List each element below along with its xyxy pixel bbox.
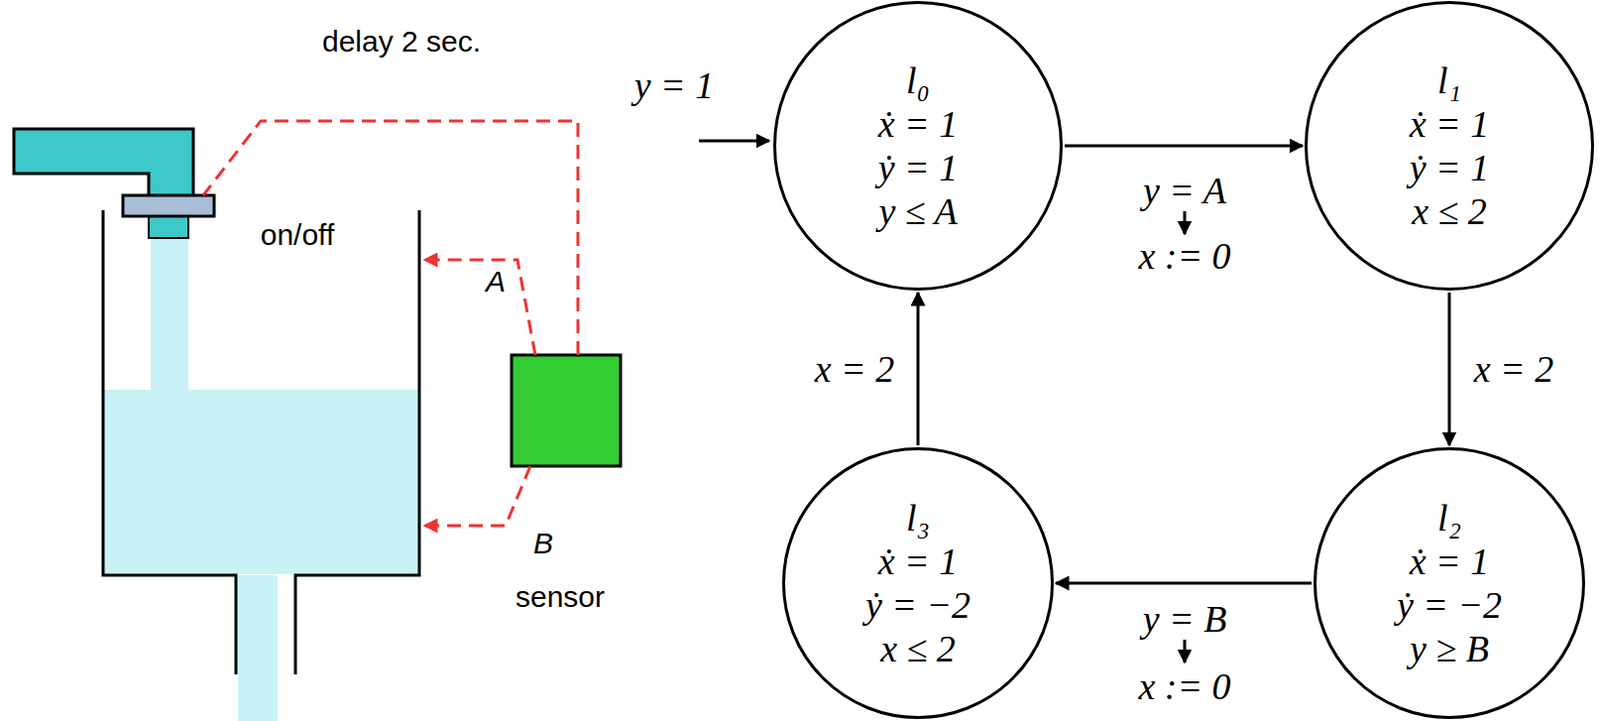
initial-condition: y = 1 (634, 63, 715, 108)
guard-label: y = B (1142, 596, 1228, 641)
reset-label: x := 0 (1138, 664, 1231, 708)
transition-arrow (1064, 144, 1303, 148)
delay-signal-line (203, 120, 578, 355)
location-equation: ẏ = 1 (1409, 145, 1490, 190)
transition-arrow (916, 292, 920, 446)
level-label: B (533, 526, 554, 561)
location-equation: ẏ = 1 (878, 145, 959, 190)
circle-outline (1304, 0, 1595, 291)
location-equation: y ≥ B (1409, 626, 1489, 671)
location-equation: y ≤ A (878, 189, 957, 233)
location-equation: ẏ = −2 (1396, 582, 1502, 627)
location-equation: ẋ = 1 (1409, 102, 1490, 146)
delay-label: delay 2 sec. (322, 24, 481, 59)
sensor-label: sensor (515, 579, 605, 614)
location-name: l₁ (1437, 58, 1462, 103)
location-circle: l₂ẋ = 1ẏ = −2y ≥ B (1313, 447, 1586, 719)
location-equation: ẋ = 1 (878, 539, 959, 583)
tank-water (103, 389, 419, 574)
transition-arrow (1055, 581, 1312, 585)
circle-outline (775, 2, 1062, 290)
location-name: l₃ (906, 495, 930, 540)
level-label: A (485, 264, 506, 299)
reset-label: x := 0 (1138, 233, 1231, 278)
transition-arrow (1448, 292, 1452, 446)
sensor-box (511, 354, 621, 466)
valve-label: on/off (260, 218, 336, 252)
valve-outlet (148, 214, 189, 238)
location-equation: ẋ = 1 (1409, 539, 1490, 583)
location-name: l₂ (1437, 495, 1462, 540)
circle-outline (1306, 2, 1594, 290)
location-equation: x ≤ 2 (880, 626, 956, 671)
location-equation: ẏ = −2 (865, 582, 971, 627)
outflow-stream (237, 574, 278, 721)
reset-arrow (1183, 211, 1187, 234)
guard-label: y = A (1142, 168, 1227, 213)
guard-label: x = 2 (1474, 346, 1555, 391)
location-equation: ẋ = 1 (878, 102, 959, 146)
location-circle: l₁ẋ = 1ẏ = 1x ≤ 2 (1304, 0, 1595, 291)
circle-outline (773, 0, 1063, 291)
circle-outline (1315, 449, 1585, 718)
level-b-line (424, 465, 531, 526)
location-equation: x ≤ 2 (1411, 189, 1487, 233)
circle-outline (782, 447, 1054, 719)
level-a-line (424, 259, 536, 355)
location-circle: l₀ẋ = 1ẏ = 1y ≤ A (773, 0, 1063, 291)
guard-label: x = 2 (814, 346, 896, 391)
initial-arrow (698, 139, 770, 143)
circle-outline (1313, 447, 1586, 719)
valve (122, 195, 215, 217)
location-circle: l₃ẋ = 1ẏ = −2x ≤ 2 (782, 447, 1054, 719)
circle-outline (784, 449, 1053, 718)
supply-pipe (13, 128, 194, 199)
inflow-stream (150, 235, 189, 391)
reset-arrow (1183, 639, 1187, 663)
tank-wall (103, 210, 420, 675)
location-name: l₀ (906, 58, 930, 103)
